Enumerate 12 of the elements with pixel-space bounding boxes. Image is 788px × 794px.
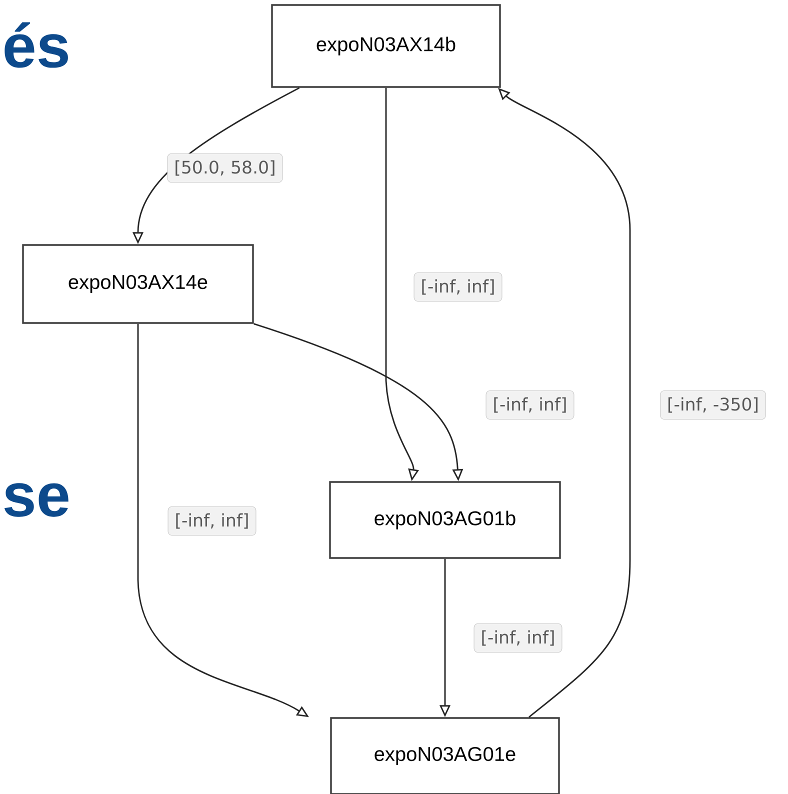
- edge-label: [-inf, inf]: [486, 390, 574, 420]
- heading-fragment: se: [4, 483, 68, 517]
- edge-label: [-inf, inf]: [168, 506, 256, 536]
- process-box: expoN03AG01b: [329, 481, 561, 559]
- process-box: expoN03AG01e: [330, 717, 560, 794]
- heading-fragment: és: [4, 22, 68, 68]
- edge-label: [-inf, inf]: [414, 272, 502, 302]
- process-box: expoN03AX14b: [271, 4, 501, 88]
- edge-label: [-inf, inf]: [474, 623, 562, 653]
- edge-label: [-inf, -350]: [660, 390, 766, 420]
- process-box: expoN03AX14e: [22, 244, 254, 324]
- edge-label: [50.0, 58.0]: [167, 153, 283, 183]
